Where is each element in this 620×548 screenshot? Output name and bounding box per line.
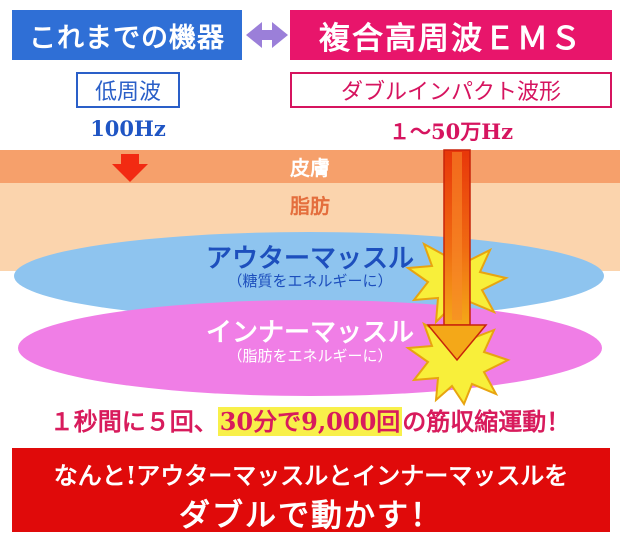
- double-arrow-icon: [246, 22, 288, 48]
- outer-muscle-label: アウターマッスル: [205, 244, 414, 274]
- skin-label: 皮膚: [290, 156, 330, 180]
- conclusion-banner: なんと!アウターマッスルとインナーマッスルを ダブルで動かす！: [12, 448, 610, 534]
- statement-prefix: １秒間に５回、: [49, 407, 218, 436]
- low-frequency-value: 100Hz: [90, 116, 166, 141]
- statement-highlight: 30分で9,000回: [217, 407, 403, 436]
- high-frequency-value: １～50万Hz: [389, 119, 513, 144]
- inner-muscle-layer: [18, 300, 602, 396]
- skin-layer: [0, 150, 620, 183]
- conventional-device-title: これまでの機器: [12, 10, 242, 60]
- inner-muscle-label: インナーマッスル: [205, 318, 414, 348]
- ems-deep-arrow-icon: [426, 149, 488, 362]
- inner-muscle-note: （脂肪をエネルギーに）: [227, 347, 393, 365]
- fat-label: 脂肪: [290, 194, 330, 218]
- outer-muscle-note: （糖質をエネルギーに）: [227, 272, 393, 290]
- double-impact-label: ダブルインパクト波形: [290, 72, 612, 108]
- statement-suffix: の筋収縮運動！: [402, 407, 571, 436]
- composite-ems-title: 複合高周波ＥＭＳ: [290, 10, 612, 60]
- contraction-statement: １秒間に５回、30分で9,000回の筋収縮運動！: [0, 402, 620, 437]
- low-frequency-arrow-icon: [112, 154, 148, 182]
- impact-burst-inner-icon: [405, 315, 511, 407]
- banner-line-2: ダブルで動かす！: [179, 498, 443, 534]
- banner-line-1: なんと!アウターマッスルとインナーマッスルを: [53, 461, 569, 490]
- low-frequency-label: 低周波: [76, 72, 180, 108]
